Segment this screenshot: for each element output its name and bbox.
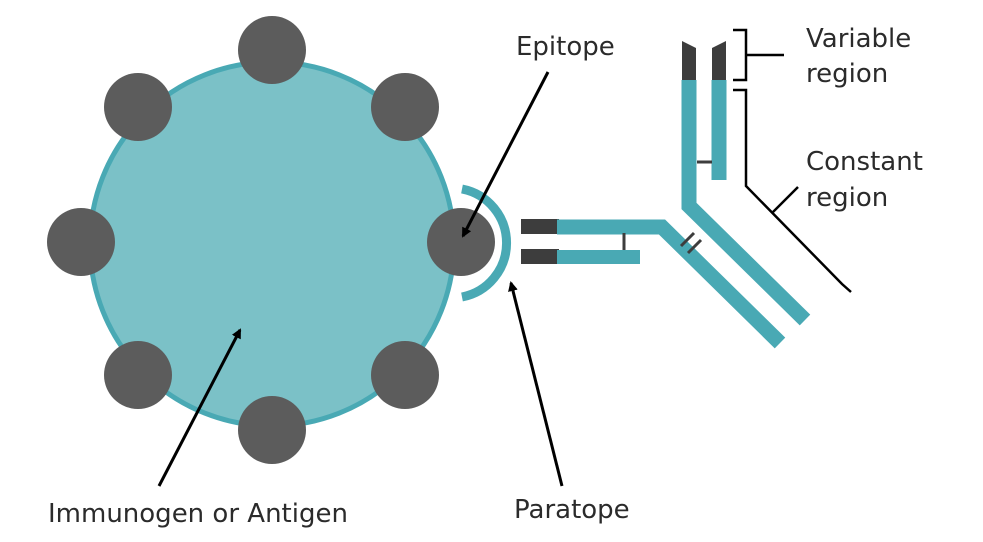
variable-tip-left	[682, 41, 696, 80]
variable-tip-right	[712, 41, 726, 80]
variable-tip-upper	[521, 219, 559, 234]
heavy-chain	[557, 219, 786, 349]
epitope-knob-top-right	[371, 73, 439, 141]
binding-antibody	[461, 184, 786, 349]
variable-region-bracket	[733, 28, 748, 82]
paratope-arrow	[508, 281, 564, 487]
epitope-knob-bottom-left	[104, 341, 172, 409]
epitope-knob-bottom	[238, 396, 306, 464]
epitope-knob-left	[47, 208, 115, 276]
epitope-knob-bottom-right	[371, 341, 439, 409]
arm-heavy-chain	[681, 80, 811, 326]
variable-region-label-line2: region	[806, 59, 888, 89]
constant-region-bracket	[733, 88, 852, 293]
epitope-label: Epitope	[516, 32, 615, 62]
antigen-label: Immunogen or Antigen	[48, 499, 348, 529]
epitope-knob-bound	[427, 208, 495, 276]
antibody-arm	[681, 41, 811, 326]
epitope-knob-top	[238, 16, 306, 84]
constant-region-bracket-tick	[772, 186, 799, 213]
epitope-arrow	[461, 71, 550, 238]
hinge-bond-2	[686, 238, 703, 255]
epitope-knob-top-left	[104, 73, 172, 141]
antigen-epitopes	[47, 16, 495, 464]
variable-region-label-line1: Variable	[806, 24, 911, 54]
hinge-bond-1	[679, 231, 696, 248]
variable-tip-lower	[521, 249, 559, 264]
constant-region-label-line2: region	[806, 183, 888, 213]
constant-region-label-line1: Constant	[806, 147, 923, 177]
antigen-arrow	[157, 328, 242, 487]
paratope-label: Paratope	[514, 495, 630, 525]
